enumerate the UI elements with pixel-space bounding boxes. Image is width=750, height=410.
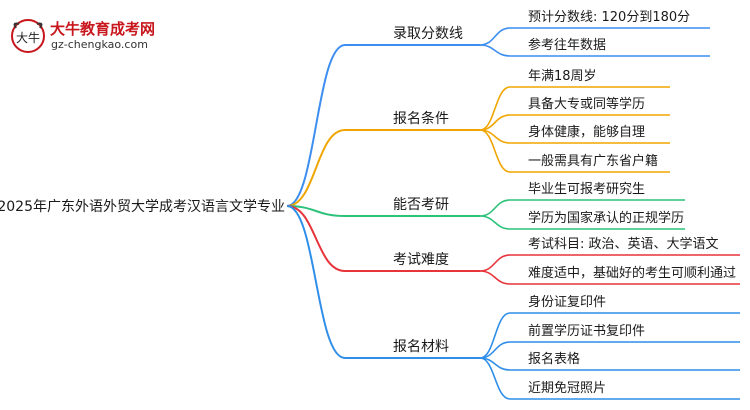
- branch-label: 报名条件: [393, 110, 449, 127]
- leaf-label: 一般需具有广东省户籍: [528, 153, 658, 169]
- leaf-label: 前置学历证书复印件: [528, 323, 645, 339]
- leaf-label: 报名表格: [528, 351, 580, 367]
- leaf-connector: [479, 270, 511, 285]
- bull-logo-icon: 大牛: [11, 19, 45, 53]
- branch-connector: [286, 205, 346, 359]
- branch-label: 报名材料: [393, 339, 449, 355]
- leaf-label: 预计分数线: 120分到180分: [528, 10, 690, 25]
- logo-mark-text: 大牛: [16, 30, 40, 45]
- leaf-label: 难度适中，基础好的考生可顺利通过: [528, 265, 736, 281]
- leaf-label: 具备大专或同等学历: [528, 96, 645, 112]
- leaf-label: 身体健康，能够自理: [528, 124, 645, 140]
- branch-label: 能否考研: [393, 197, 449, 213]
- branch-connector: [286, 205, 346, 217]
- leaf-connector: [479, 27, 511, 46]
- leaf-label: 近期免冠照片: [528, 381, 606, 396]
- leaf-connector: [479, 129, 511, 173]
- branch-label: 考试难度: [393, 252, 449, 268]
- leaf-label: 考试科目: 政治、英语、大学语文: [528, 236, 719, 252]
- site-logo: 大牛 大牛教育成考网 gz-chengkao.com: [10, 16, 180, 56]
- leaf-connector: [479, 44, 511, 57]
- leaf-label: 学历为国家承认的正规学历: [528, 210, 684, 226]
- branch-connector: [286, 205, 346, 272]
- leaf-connector: [479, 254, 511, 272]
- leaf-label: 身份证复印件: [528, 294, 606, 310]
- leaf-label: 参考往年数据: [528, 37, 606, 53]
- logo-title: 大牛教育成考网: [50, 20, 156, 38]
- leaf-connector: [479, 357, 511, 400]
- leaf-connector: [479, 199, 511, 217]
- logo-url: gz-chengkao.com: [51, 38, 148, 51]
- branch-connector: [286, 44, 346, 207]
- leaf-label: 年满18周岁: [528, 69, 597, 84]
- branch-label: 录取分数线: [393, 26, 463, 42]
- leaf-connector: [479, 312, 511, 359]
- branch-connector: [286, 129, 346, 207]
- leaf-connector: [479, 215, 511, 230]
- leaf-connector: [479, 86, 511, 131]
- leaf-label: 毕业生可报考研究生: [528, 182, 645, 197]
- root-topic: 2025年广东外语外贸大学成考汉语言文学专业: [0, 199, 285, 215]
